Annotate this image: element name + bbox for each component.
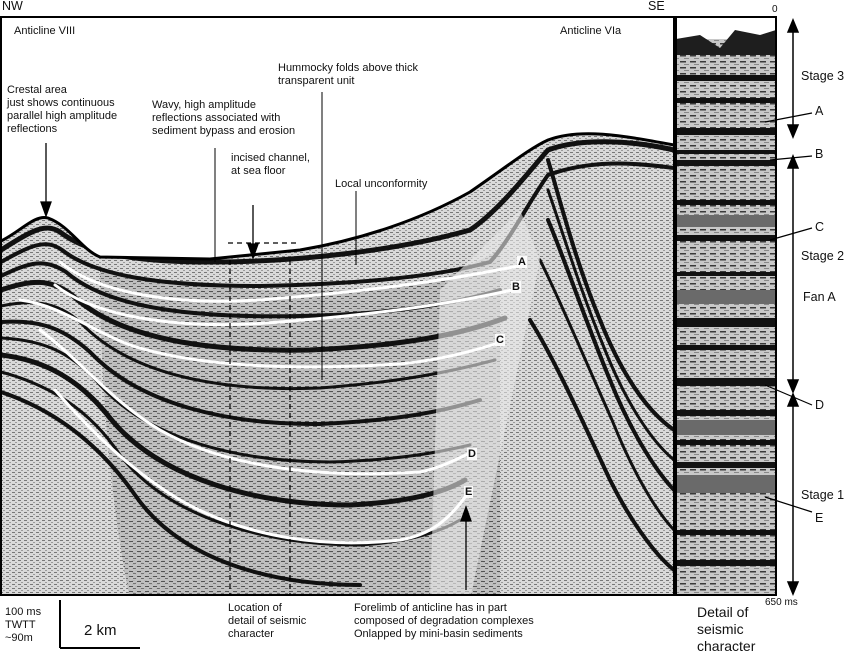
scale-time-line-1: 100 ms (5, 606, 42, 618)
detail-horizon-d: D (815, 398, 825, 412)
annotation-arrows (40, 92, 472, 590)
wavy-annotation: Wavy, high amplitude reflections associa… (150, 99, 298, 138)
detail-horizon-c: C (815, 220, 825, 234)
stage-1-label: Stage 1 (801, 488, 845, 502)
anticline-left-label: Anticline VIII (14, 25, 76, 37)
hummocky-line-2: transparent unit (278, 75, 355, 87)
location-line-3: character (228, 628, 274, 640)
detail-depth-top: 0 (772, 4, 778, 15)
detail-leaders (764, 112, 813, 513)
scale-bar (59, 600, 140, 649)
detail-horizon-a: A (815, 104, 824, 118)
horizon-d-tag: D (467, 448, 477, 460)
compass-se: SE (648, 0, 665, 13)
fan-a-label: Fan A (803, 290, 836, 304)
location-line-1: Location of (228, 602, 282, 614)
detail-horizon-b: B (815, 147, 824, 161)
detail-caption-line-3: character (697, 638, 756, 654)
scale-time-label: 100 ms TWTT ~90m (5, 606, 41, 645)
stage-3-label: Stage 3 (801, 69, 845, 83)
section-frame (0, 16, 675, 596)
channel-annotation: incised channel, at sea floor (229, 152, 312, 178)
detail-caption: Detail of seismic character (697, 604, 755, 655)
hummocky-annotation: Hummocky folds above thick transparent u… (276, 62, 420, 88)
detail-caption-line-2: seismic (697, 621, 744, 637)
scale-time-line-3: ~90m (5, 632, 33, 644)
crestal-line-4: reflections (7, 123, 58, 135)
horizon-a-tag: A (517, 256, 527, 268)
forelimb-line-1: Forelimb of anticline has in part (354, 602, 507, 614)
crestal-line-1: Crestal area (7, 84, 67, 96)
detail-panel-graphic (675, 16, 777, 596)
detail-caption-line-1: Detail of (697, 604, 749, 620)
horizon-e-tag: E (464, 486, 474, 498)
detail-horizon-e: E (815, 511, 824, 525)
wavy-line-3: sediment bypass and erosion (152, 125, 296, 137)
channel-line-2: at sea floor (231, 165, 286, 177)
horizon-b-tag: B (511, 281, 521, 293)
crestal-annotation: Crestal area just shows continuous paral… (5, 84, 120, 136)
scale-length-label: 2 km (84, 622, 117, 639)
stage-arrows (786, 18, 800, 596)
hummocky-line-1: Hummocky folds above thick (278, 62, 418, 74)
wavy-line-1: Wavy, high amplitude (152, 99, 256, 111)
anticline-right-label: Anticline VIa (560, 25, 622, 37)
crestal-line-2: just shows continuous (7, 97, 115, 109)
crestal-line-3: parallel high amplitude (7, 110, 118, 122)
location-note: Location of detail of seismic character (228, 602, 306, 641)
channel-line-1: incised channel, (231, 152, 310, 164)
forelimb-line-3: Onlapped by mini-basin sediments (354, 628, 523, 640)
unconformity-annotation: Local unconformity (333, 178, 430, 191)
interpreted-horizons (18, 260, 520, 545)
stage-2-label: Stage 2 (801, 249, 845, 263)
horizon-c-tag: C (495, 334, 505, 346)
scale-time-line-2: TWTT (5, 619, 36, 631)
location-line-2: detail of seismic (228, 615, 307, 627)
forelimb-note: Forelimb of anticline has in part compos… (354, 602, 534, 641)
detail-depth-bottom: 650 ms (765, 597, 798, 608)
forelimb-line-2: composed of degradation complexes (354, 615, 534, 627)
compass-nw: NW (2, 0, 23, 13)
wavy-line-2: reflections associated with (152, 112, 281, 124)
